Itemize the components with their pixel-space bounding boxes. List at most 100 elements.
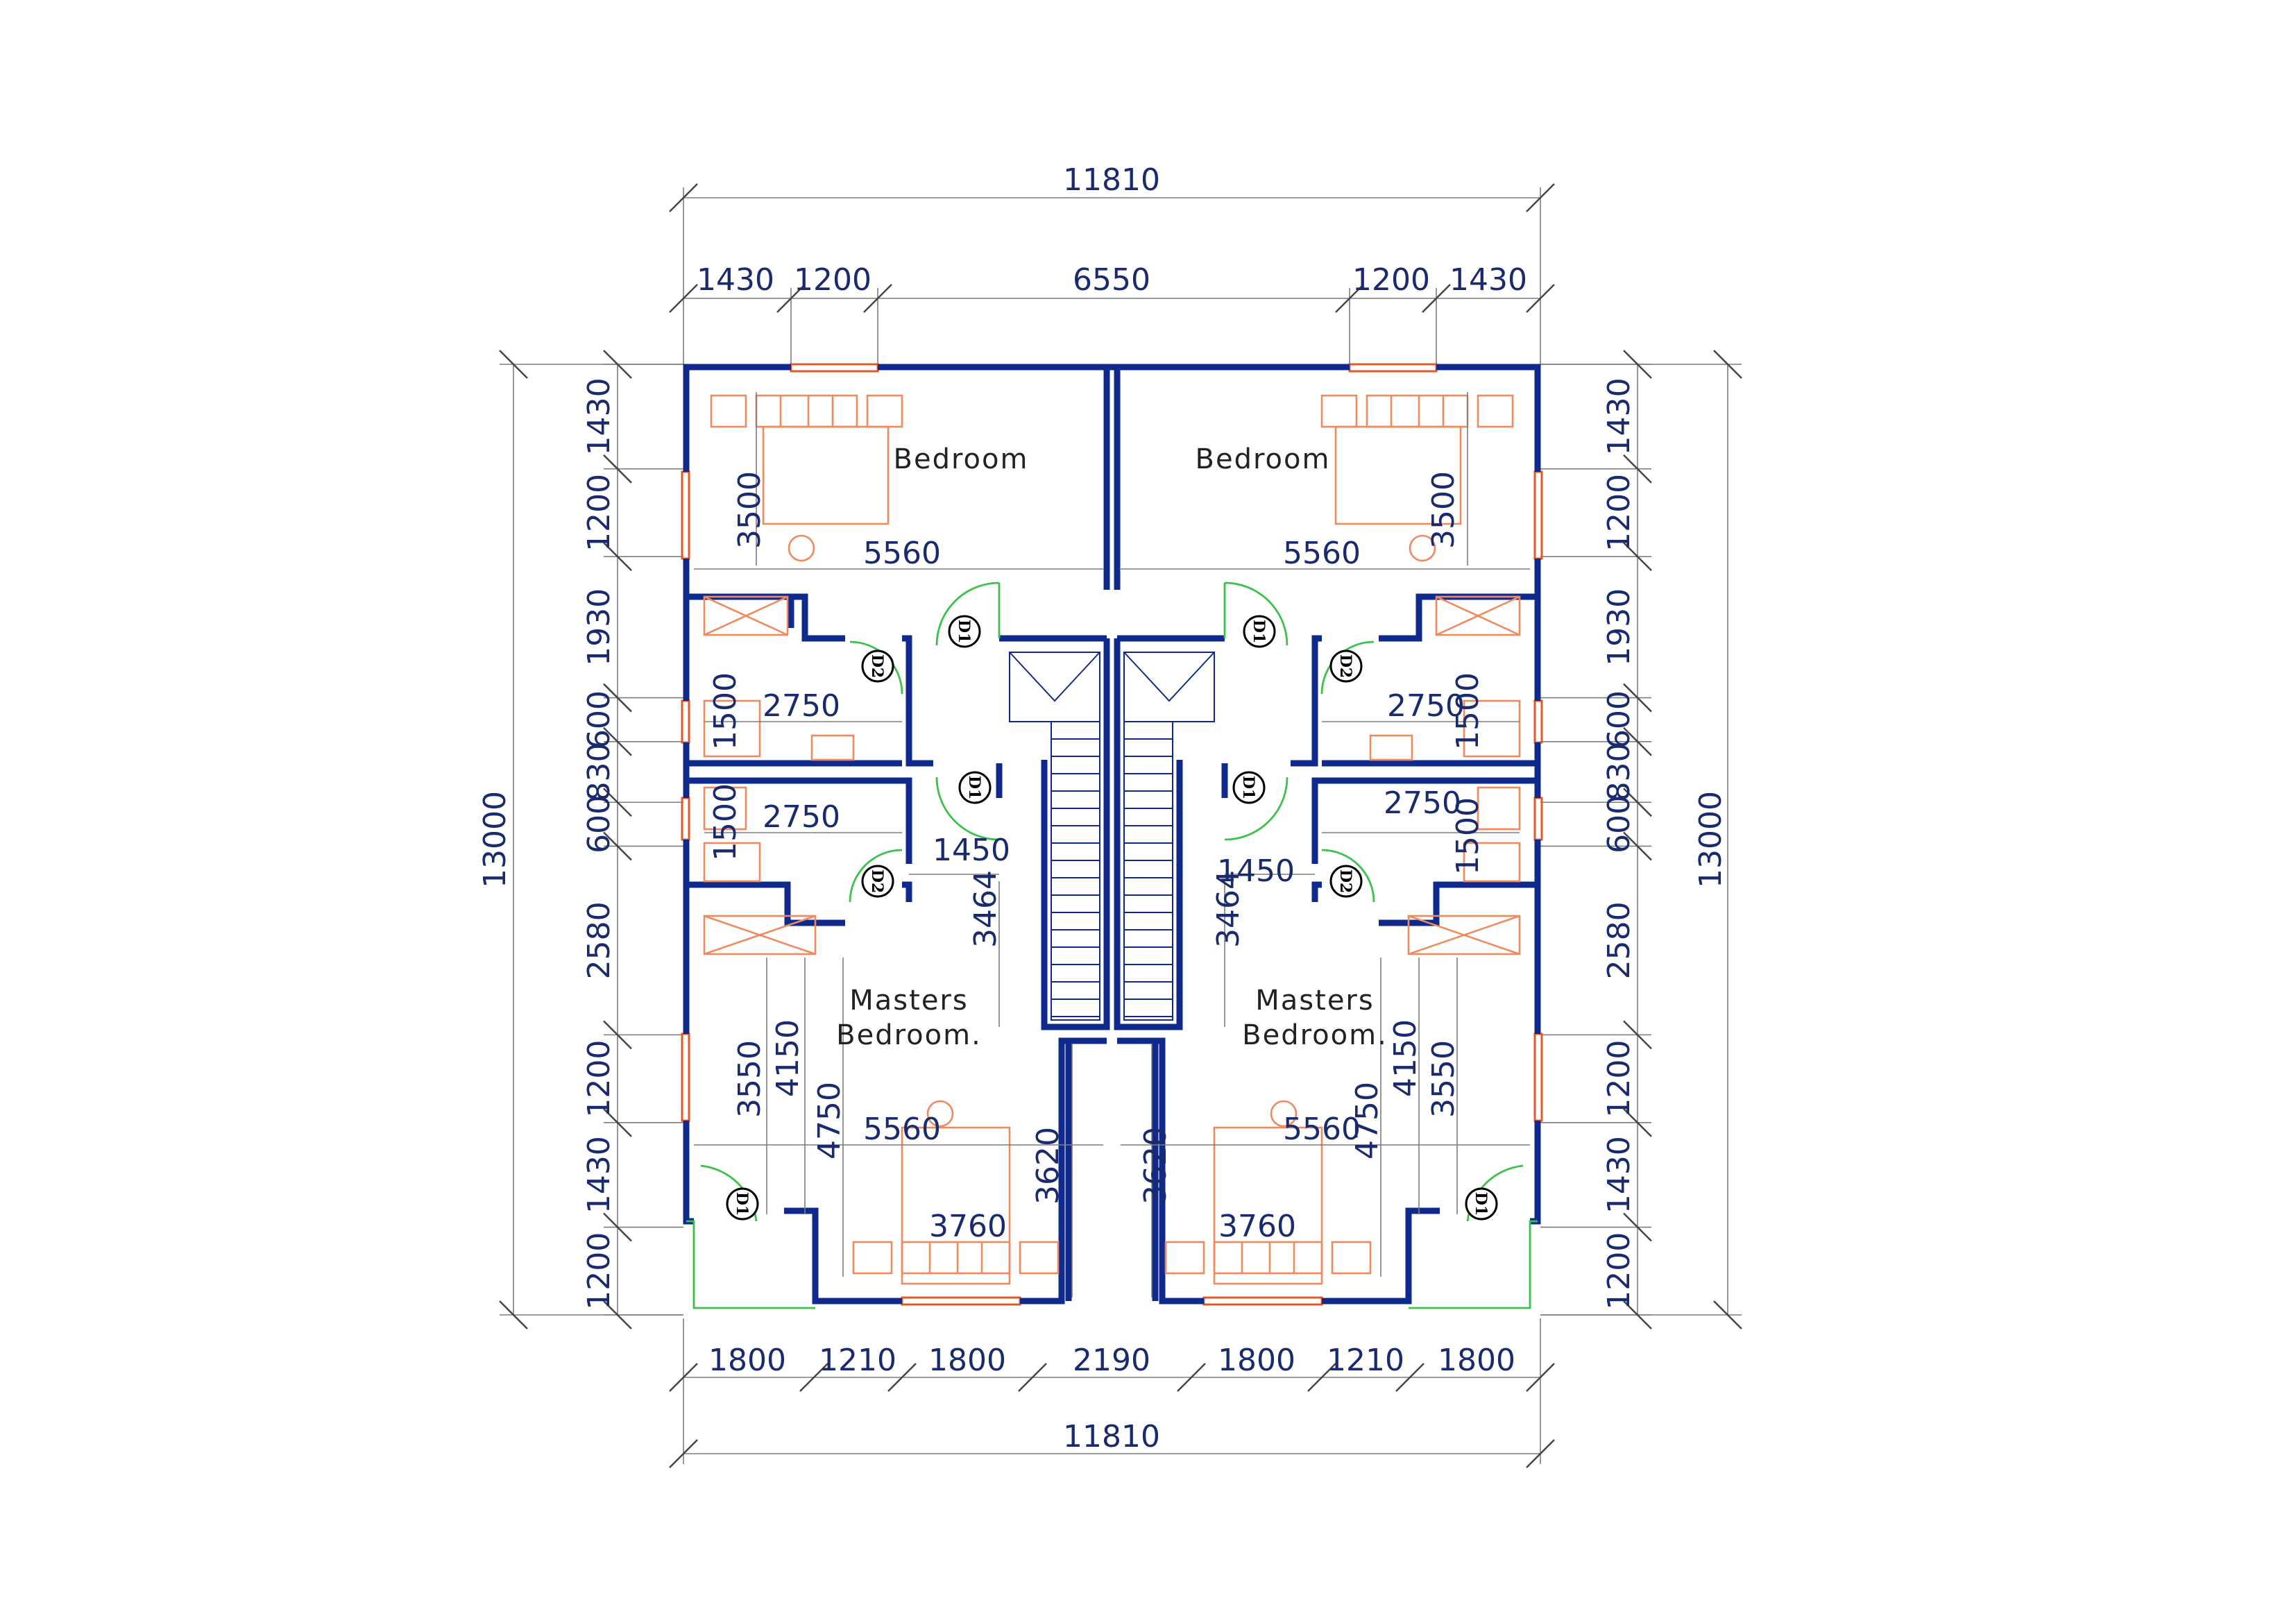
dim-interior: 3464: [1211, 870, 1246, 948]
dim-interior: 1450: [933, 833, 1010, 868]
door-tag-label: D1: [1250, 620, 1268, 643]
door-tag: D2: [861, 865, 894, 898]
dim-interior: 2750: [1384, 785, 1461, 821]
dim-interior: 3500: [732, 471, 767, 549]
room-label-masters-left-2: Bedroom.: [836, 1019, 982, 1051]
bottom-dimensions: 1800 1210 1800 2190 1800 1210 1800 11810: [669, 1318, 1555, 1468]
dim-interior: 3620: [1138, 1127, 1173, 1205]
dim-interior: 5560: [1283, 536, 1361, 571]
dim-interior: 2750: [763, 799, 840, 835]
door-tag: D1: [1243, 615, 1276, 648]
door-tag-label: D1: [965, 776, 983, 799]
door-tag-label: D1: [955, 620, 973, 643]
dim-interior: 1500: [708, 783, 743, 861]
door-tag-label: D1: [1472, 1192, 1490, 1216]
dim-left-overall: 13000: [477, 791, 513, 888]
dim-interior: 3500: [1426, 471, 1461, 549]
door-tag-label: D2: [1336, 869, 1354, 893]
dim-right-seg: 1430: [1601, 1136, 1637, 1214]
dim-right-seg: 1200: [1601, 1232, 1637, 1310]
dim-interior: 3464: [968, 870, 1003, 948]
dim-interior: 1500: [1450, 797, 1486, 875]
dim-interior: 3760: [1218, 1209, 1296, 1244]
dim-left-seg: 1200: [581, 1232, 617, 1310]
furniture: [703, 394, 1521, 1285]
dim-bottom-seg: 1210: [819, 1343, 896, 1378]
dim-interior: 1500: [1450, 672, 1486, 750]
dim-interior: 2750: [1387, 688, 1465, 724]
left-dimensions: 13000: [477, 350, 683, 1329]
door-tag: D2: [1329, 865, 1363, 898]
dim-right-seg: 1430: [1601, 377, 1637, 455]
door-tag: D2: [861, 649, 894, 683]
staircase-left: [1009, 652, 1100, 1021]
room-labels: Bedroom Bedroom Masters Bedroom. Masters…: [836, 443, 1388, 1051]
interior-dim-lines: [694, 392, 1530, 1298]
dim-right-overall: 13000: [1693, 791, 1728, 888]
dim-left-seg: 1430: [581, 377, 617, 455]
door-tag-label: D1: [1239, 776, 1257, 799]
dim-top-seg: 6550: [1073, 262, 1150, 298]
door-tag: D2: [1329, 649, 1363, 683]
dim-interior: 5560: [863, 536, 941, 571]
right-dimensions: 13000: [1540, 350, 1742, 1329]
dim-left-seg: 600: [581, 690, 617, 749]
dim-interior: 1500: [708, 672, 743, 750]
room-label-bedroom-right: Bedroom: [1196, 443, 1331, 475]
dim-left-seg: 1200: [581, 1040, 617, 1118]
dim-left-seg: 600: [581, 795, 617, 853]
door-tag-label: D1: [733, 1192, 751, 1216]
dim-right-seg: 600: [1601, 690, 1637, 749]
dim-interior: 3760: [929, 1209, 1007, 1244]
door-tag: D1: [726, 1187, 759, 1221]
dim-bottom-seg: 1210: [1327, 1343, 1404, 1378]
door-tags: D1 D1 D2 D2 D1 D1 D2 D2 D1 D1: [726, 615, 1498, 1221]
dim-top-seg: 1430: [1449, 262, 1527, 298]
staircase-right: [1123, 652, 1215, 1021]
dim-bottom-seg: 1800: [928, 1343, 1006, 1378]
dim-left-seg: 830: [581, 743, 617, 801]
dim-interior: 2750: [763, 688, 840, 724]
dim-right-seg: 1930: [1601, 588, 1637, 666]
door-tag-label: D2: [1336, 654, 1354, 678]
dim-bottom-overall: 11810: [1063, 1419, 1160, 1454]
dim-top-overall: 11810: [1063, 162, 1160, 198]
dim-left-seg: 1200: [581, 474, 617, 552]
room-label-masters-left: Masters: [849, 985, 968, 1017]
dim-interior: 1450: [1217, 853, 1295, 889]
door-tag-label: D2: [868, 654, 886, 678]
dim-interior: 3550: [1426, 1040, 1461, 1118]
dim-interior: 4150: [1388, 1019, 1423, 1097]
dim-bottom-seg: 1800: [1438, 1343, 1515, 1378]
door-tag: D1: [948, 615, 981, 648]
dim-top-seg: 1200: [1352, 262, 1430, 298]
top-dimensions: 11810 1430 1200 6550 1200 1430: [669, 162, 1555, 364]
dim-left-seg: 1430: [581, 1136, 617, 1214]
door-tag: D1: [1465, 1187, 1498, 1221]
dim-interior: 4750: [812, 1082, 847, 1159]
room-label-masters-right: Masters: [1255, 985, 1374, 1017]
dim-top-seg: 1200: [794, 262, 871, 298]
dim-right-seg: 830: [1601, 743, 1637, 801]
dim-interior: 3550: [732, 1040, 767, 1118]
dim-right-seg: 1200: [1601, 1040, 1637, 1118]
dim-right-seg: 600: [1601, 795, 1637, 853]
interior-dim-texts: 3500 5560 3500 5560 2750 1500 2750 1500 …: [708, 471, 1486, 1244]
dim-bottom-seg: 1800: [1218, 1343, 1295, 1378]
dim-interior: 4750: [1350, 1082, 1385, 1159]
door-tag: D1: [1232, 771, 1266, 804]
dim-right-seg: 2580: [1601, 901, 1637, 979]
dim-interior: 4150: [770, 1019, 806, 1097]
dim-interior: 5560: [863, 1112, 941, 1147]
dim-bottom-seg: 1800: [708, 1343, 786, 1378]
door-tag-label: D2: [868, 869, 886, 893]
dim-left-seg: 2580: [581, 901, 617, 979]
dim-top-seg: 1430: [697, 262, 774, 298]
door-tag: D1: [958, 771, 992, 804]
room-label-masters-right-2: Bedroom.: [1242, 1019, 1388, 1051]
dim-right-seg: 1200: [1601, 474, 1637, 552]
dim-bottom-seg: 2190: [1073, 1343, 1150, 1378]
